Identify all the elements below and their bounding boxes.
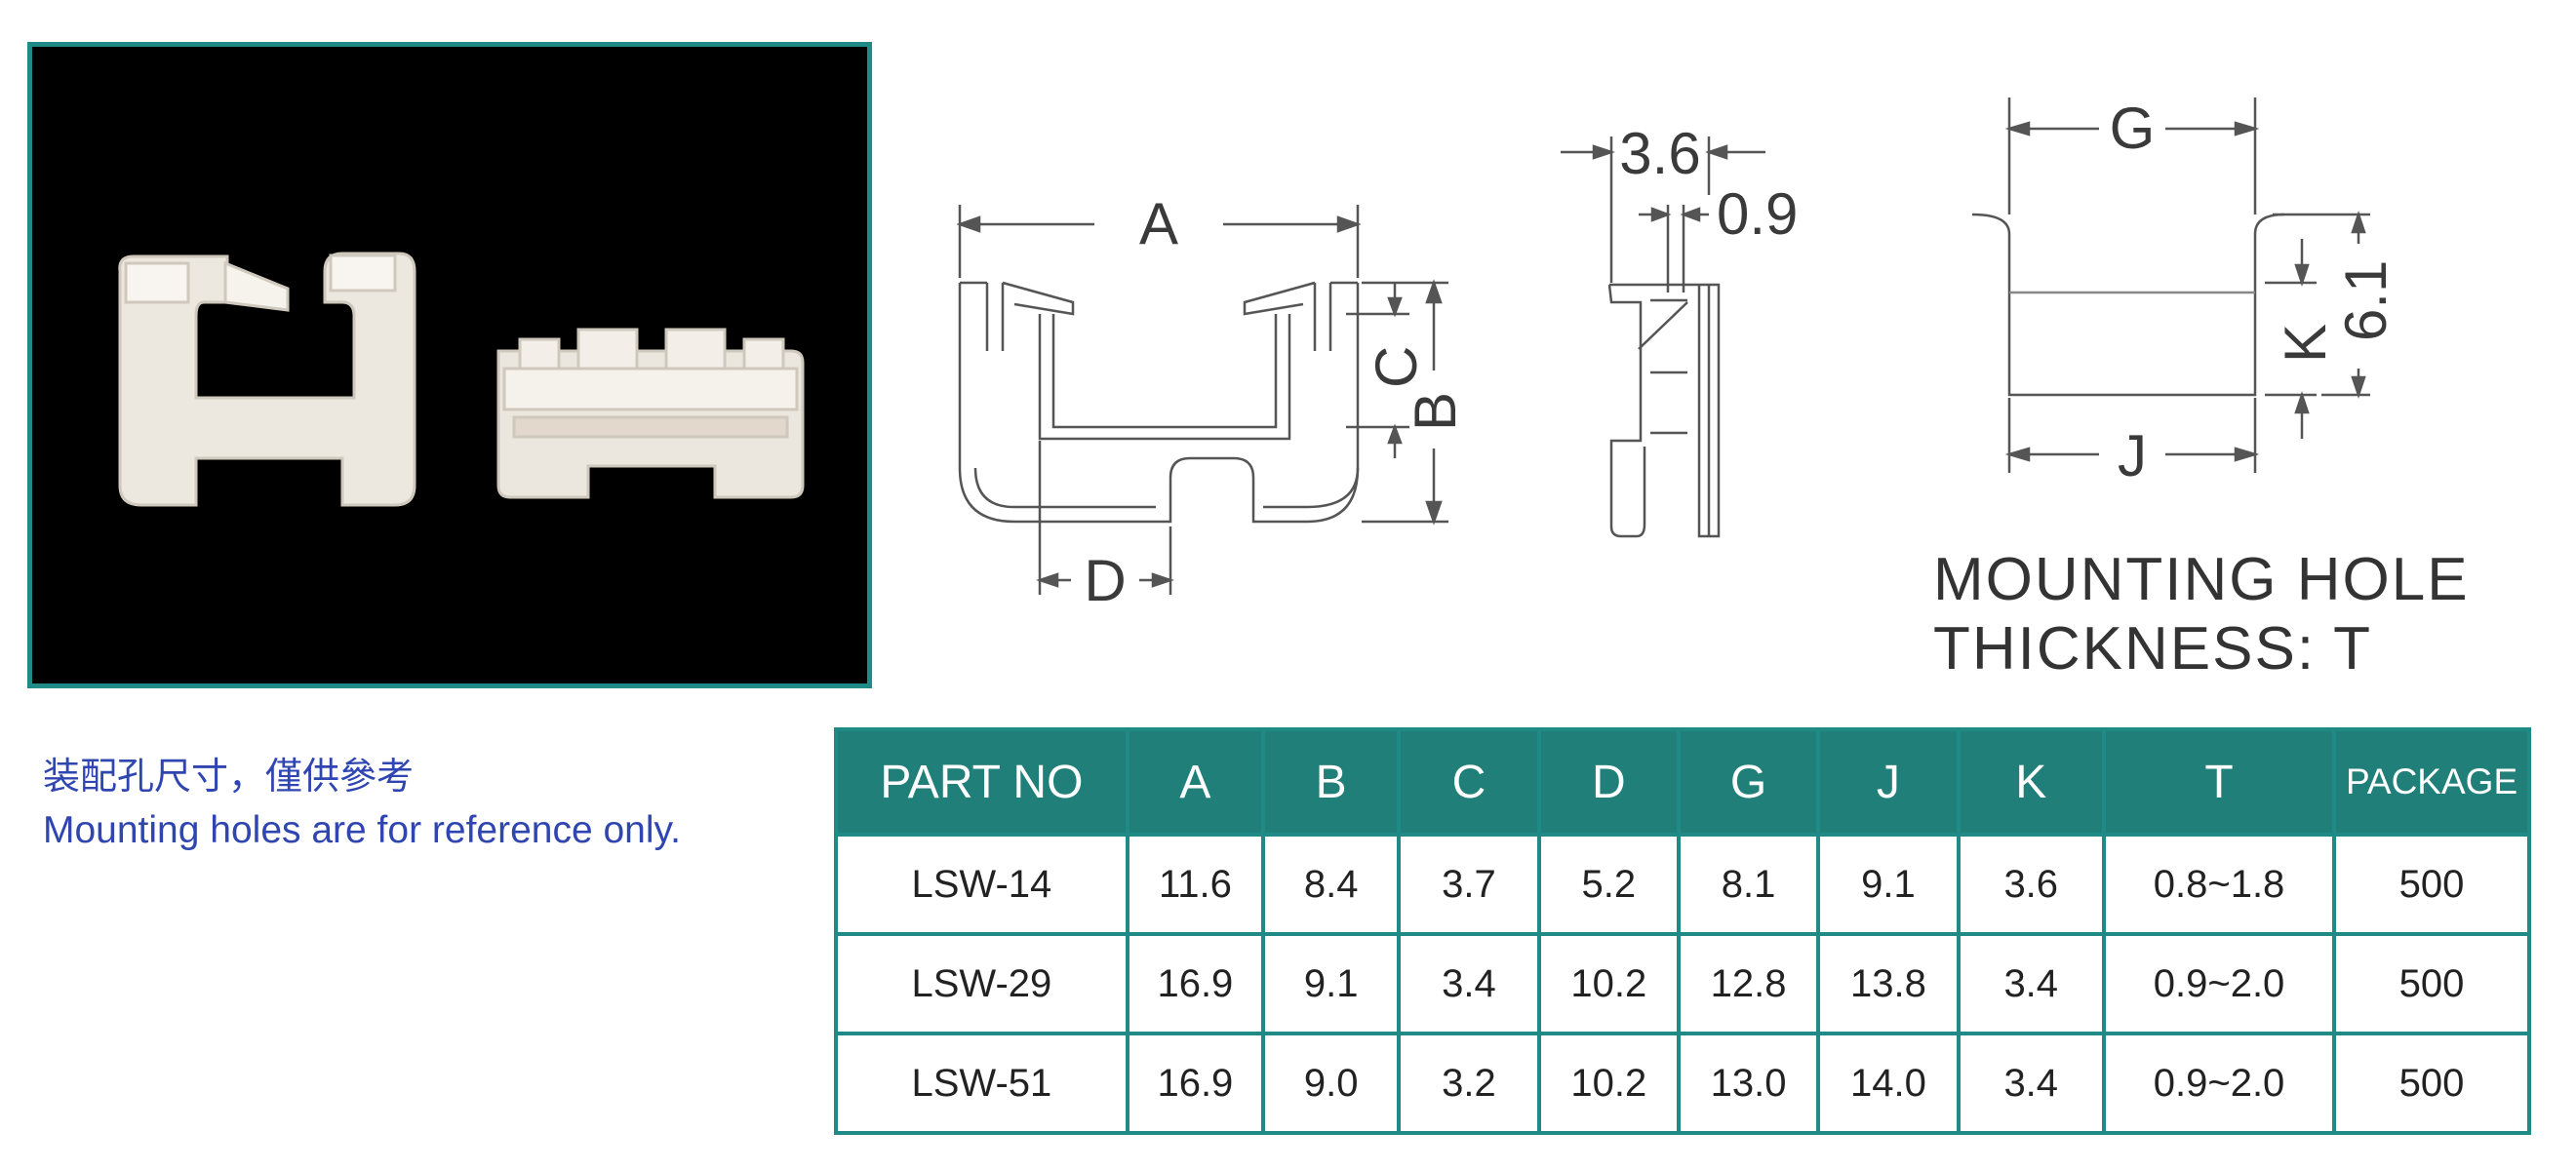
cell-g: 8.1: [1676, 833, 1821, 936]
label-a: A: [1139, 191, 1178, 256]
cell-d: 10.2: [1536, 932, 1681, 1035]
cell-b: 9.1: [1261, 932, 1402, 1035]
cell-c: 3.4: [1397, 932, 1541, 1035]
cell-b: 8.4: [1261, 833, 1402, 936]
cell-t: 0.9~2.0: [2101, 1032, 2337, 1135]
table-row: LSW-51 16.9 9.0 3.2 10.2 13.0 14.0 3.4 0…: [834, 1032, 2531, 1135]
table-row: LSW-29 16.9 9.1 3.4 10.2 12.8 13.8 3.4 0…: [834, 932, 2531, 1035]
cell-d: 10.2: [1536, 1032, 1681, 1135]
cell-d: 5.2: [1536, 833, 1681, 936]
cell-a: 16.9: [1125, 932, 1266, 1035]
header-k: K: [1956, 727, 2106, 837]
table-row: LSW-14 11.6 8.4 3.7 5.2 8.1 9.1 3.6 0.8~…: [834, 833, 2531, 936]
cell-c: 3.2: [1397, 1032, 1541, 1135]
label-dim-6-1: 6.1: [2333, 260, 2398, 341]
product-photo: [27, 42, 872, 688]
mounting-hole-caption-line1: MOUNTING HOLE: [1933, 546, 2470, 613]
cell-g: 13.0: [1676, 1032, 1821, 1135]
label-j: J: [2118, 423, 2147, 488]
reference-note: 装配孔尺寸，僅供參考 Mounting holes are for refere…: [43, 751, 681, 860]
cell-j: 9.1: [1816, 833, 1961, 936]
side-view: [1561, 136, 1765, 538]
header-c: C: [1397, 727, 1541, 837]
header-a: A: [1125, 727, 1266, 837]
label-d: D: [1084, 548, 1126, 613]
label-k: K: [2273, 324, 2338, 363]
header-package: PACKAGE: [2332, 727, 2531, 837]
header-d: D: [1536, 727, 1681, 837]
cell-c: 3.7: [1397, 833, 1541, 936]
header-j: J: [1816, 727, 1961, 837]
note-english: Mounting holes are for reference only.: [43, 809, 681, 851]
header-g: G: [1676, 727, 1821, 837]
cell-package: 500: [2332, 932, 2531, 1035]
cell-part-no: LSW-51: [834, 1032, 1129, 1135]
table-header-row: PART NO A B C D G J K T PACKAGE: [834, 727, 2531, 837]
label-g: G: [2110, 96, 2156, 161]
cell-g: 12.8: [1676, 932, 1821, 1035]
cell-a: 16.9: [1125, 1032, 1266, 1135]
cell-a: 11.6: [1125, 833, 1266, 936]
label-dim-0-9: 0.9: [1717, 181, 1798, 247]
header-part-no: PART NO: [834, 727, 1129, 837]
label-b: B: [1403, 392, 1468, 431]
cell-k: 3.6: [1956, 833, 2106, 936]
note-chinese: 装配孔尺寸，僅供參考: [43, 755, 415, 798]
header-b: B: [1261, 727, 1402, 837]
cell-package: 500: [2332, 1032, 2531, 1135]
cell-package: 500: [2332, 833, 2531, 936]
front-view: [956, 205, 1448, 595]
label-dim-3-6: 3.6: [1619, 121, 1700, 186]
cell-part-no: LSW-29: [834, 932, 1129, 1035]
cell-j: 13.8: [1816, 932, 1961, 1035]
cell-j: 14.0: [1816, 1032, 1961, 1135]
spec-table: PART NO A B C D G J K T PACKAGE LSW-14 1…: [834, 727, 2531, 1135]
cell-k: 3.4: [1956, 1032, 2106, 1135]
cell-part-no: LSW-14: [834, 833, 1129, 936]
cell-b: 9.0: [1261, 1032, 1402, 1135]
header-t: T: [2101, 727, 2337, 837]
cell-t: 0.8~1.8: [2101, 833, 2337, 936]
product-photo-image: [32, 47, 867, 683]
dimension-drawing: A B C D 3.6 0.9: [917, 58, 2497, 702]
mounting-hole-caption-line2: THICKNESS: T: [1933, 615, 2372, 682]
cell-t: 0.9~2.0: [2101, 932, 2337, 1035]
cell-k: 3.4: [1956, 932, 2106, 1035]
mounting-hole-view: [1971, 98, 2370, 473]
label-c: C: [1364, 346, 1429, 388]
